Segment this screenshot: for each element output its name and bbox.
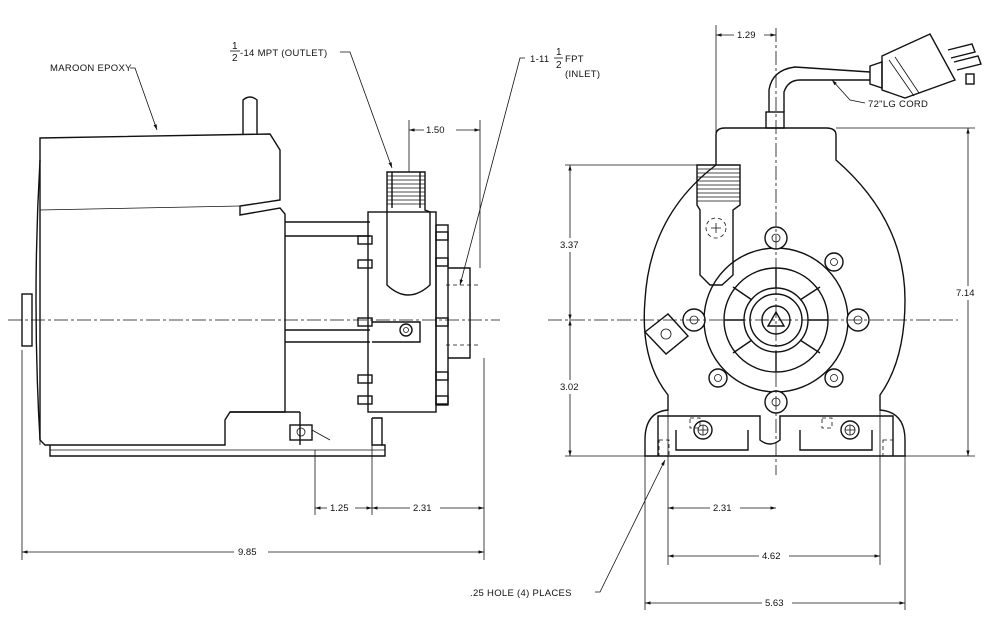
dim-side-foot-b: 2.31 <box>413 503 432 514</box>
base-plate <box>49 418 386 457</box>
label-hole: .25 HOLE (4) PLACES <box>470 588 572 599</box>
side-view <box>8 51 525 560</box>
label-inlet-prefix: 1-11 <box>530 54 550 65</box>
front-view <box>548 25 982 610</box>
label-outlet: -14 MPT (OUTLET) <box>240 48 328 59</box>
outlet-fitting <box>386 171 431 296</box>
dim-front-base-width: 5.63 <box>765 598 784 609</box>
dim-front-overall-height: 7.14 <box>956 288 975 299</box>
dim-front-hole-offset: 2.31 <box>713 503 732 514</box>
label-cord: 72"LG CORD <box>868 99 928 110</box>
motor-body <box>39 133 286 446</box>
dim-front-cord-offset: 1.29 <box>737 30 756 41</box>
dim-side-outlet-offset: 1.50 <box>426 125 445 136</box>
dim-side-overall-length: 9.85 <box>238 547 257 558</box>
dim-side-foot-a: 1.25 <box>330 503 349 514</box>
pump-head <box>367 211 437 413</box>
inlet-port <box>743 287 809 353</box>
outlet-frac-num: 1 <box>232 41 238 52</box>
outlet-frac-den: 2 <box>232 53 238 64</box>
plug <box>869 33 982 99</box>
label-inlet: (INLET) <box>565 69 600 80</box>
inlet-frac-num: 1 <box>556 47 562 58</box>
dim-front-upper-height: 3.37 <box>560 240 579 251</box>
label-inlet-suffix: FPT <box>565 54 584 65</box>
base-bolts <box>693 420 860 440</box>
dim-front-hole-spacing: 4.62 <box>762 551 781 562</box>
label-maroon-epoxy: MAROON EPOXY <box>50 63 132 74</box>
dim-front-lower-height: 3.02 <box>560 382 579 393</box>
inlet-frac-den: 2 <box>556 60 562 71</box>
